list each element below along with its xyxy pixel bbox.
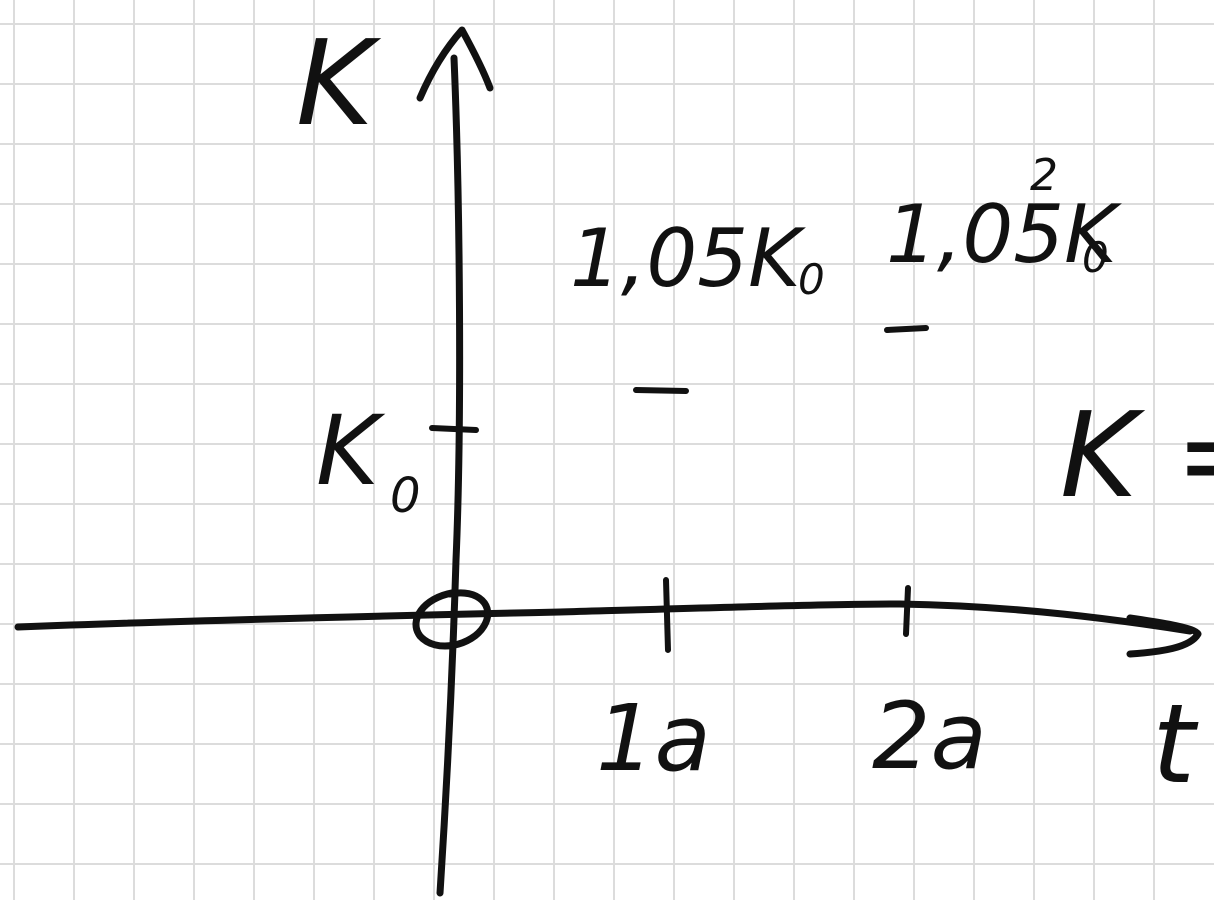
- horizontal-axis-arrow: [1126, 614, 1202, 658]
- vertical-axis-arrow: [416, 26, 494, 102]
- labels: K K 0 1,05K 0 1,05K 2 0 1a 2a t K =: [296, 14, 1214, 808]
- value-1-label: 1,05K: [570, 212, 806, 305]
- value-2-label: 1,05K: [886, 188, 1122, 281]
- tick-2a: [903, 585, 911, 637]
- ink-layer: [14, 26, 1202, 897]
- k0-tick-subscript: 0: [390, 468, 421, 524]
- value-2-exponent: 2: [1030, 150, 1058, 201]
- horizontal-axis: [14, 600, 1194, 635]
- tick-1a: [663, 577, 671, 653]
- right-edge-label: K =: [1060, 386, 1214, 524]
- mark-value-2: [884, 325, 929, 333]
- value-2-subscript: 0: [1082, 233, 1109, 282]
- tick-k0: [429, 425, 479, 433]
- x-axis-label: t: [1152, 680, 1199, 808]
- mark-value-1: [633, 387, 689, 394]
- k0-tick-label: K: [316, 395, 386, 507]
- value-1-subscript: 0: [798, 255, 825, 304]
- y-axis-label: K: [296, 14, 382, 152]
- tick-2a-label: 2a: [872, 683, 987, 790]
- origin-circle: [412, 589, 492, 650]
- tick-1a-label: 1a: [596, 685, 711, 792]
- vertical-axis: [436, 54, 464, 897]
